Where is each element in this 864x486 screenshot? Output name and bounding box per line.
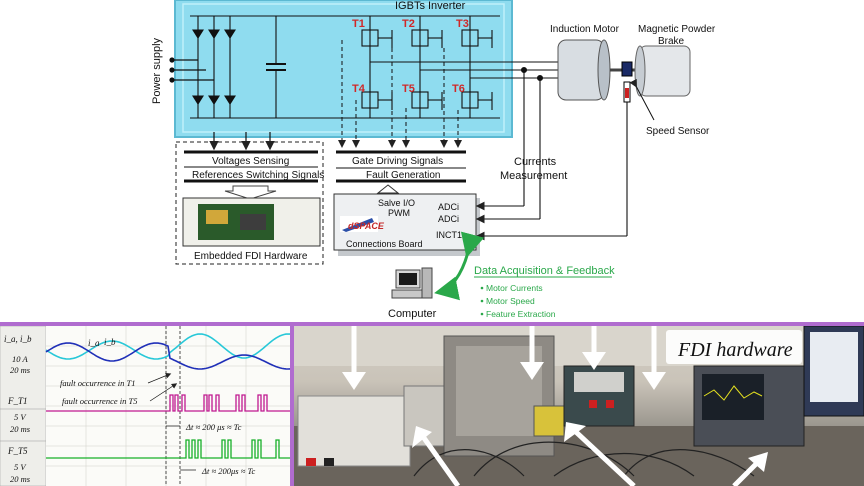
fdi-hardware-label: Embedded FDI Hardware [194, 251, 308, 262]
acq-item-motor-speed: Motor Speed [486, 296, 535, 306]
trace-ia [45, 333, 290, 360]
panel-divider [290, 326, 294, 486]
speed-sensor-label: Speed Sensor [646, 126, 710, 137]
power-supply-lines [169, 57, 214, 83]
delta-t-annotation-2: Δt ≈ 200μs ≈ Tc [201, 466, 255, 476]
oscilloscope-panel: i_a, i_b 10 A 20 ms F_T1 5 V 20 ms F_T5 … [0, 326, 290, 486]
adc1-label: ADCi [438, 202, 459, 212]
brake-label-line1: Magnetic Powder [638, 24, 716, 35]
magnetic-powder-brake [634, 45, 691, 97]
ft1-label: F_T1 [7, 396, 28, 406]
igbt-label-t1: T1 [352, 18, 365, 30]
ft1-scale-v: 5 V [14, 412, 27, 422]
gate-driving-label: Gate Driving Signals [352, 156, 443, 167]
section-divider [0, 322, 864, 326]
delta-t-annotation-1: Δt ≈ 200 μs ≈ Tc [185, 422, 242, 432]
igbt-label-t3: T3 [456, 18, 469, 30]
voltages-sensing-label: Voltages Sensing [212, 156, 289, 167]
ch1-scale-a: 10 A [12, 354, 28, 364]
computer-icon [391, 267, 433, 299]
connections-board-label: Connections Board [346, 239, 423, 249]
ch1-scale-ms: 20 ms [10, 365, 31, 375]
igbt-label-t4: T4 [352, 83, 366, 95]
lab-photo: FDI hardware [294, 326, 864, 486]
igbt-label-t6: T6 [452, 83, 465, 95]
ft5-label: F_T5 [7, 446, 28, 456]
phase-lines [370, 61, 560, 82]
fdi-block [175, 141, 324, 265]
currents-label-line2: Measurement [500, 170, 567, 182]
igbt-label-t5: T5 [402, 83, 415, 95]
inverter-title: IGBTs Inverter [395, 0, 466, 12]
adc2-label: ADCi [438, 214, 459, 224]
gate-signal-arrows [338, 40, 462, 148]
fault-generation-label: Fault Generation [366, 170, 441, 181]
acquisition-title: Data Acquisition & Feedback [474, 265, 615, 277]
ia-trace-label: i_a [88, 338, 100, 348]
slave-io-label: Salve I/O [378, 198, 415, 208]
fdi-hardware-photo-label: FDI hardware [677, 339, 793, 361]
brake-label-line2: Brake [658, 36, 685, 47]
acq-item-feature-extraction: Feature Extraction [486, 309, 556, 319]
current-measurement-lines [475, 70, 628, 241]
motor-label: Induction Motor [550, 24, 620, 35]
acq-item-motor-currents: Motor Currents [486, 283, 543, 293]
trace-ft1 [46, 394, 290, 412]
ft5-scale-ms: 20 ms [10, 474, 31, 484]
system-diagram: IGBTs Inverter Power supply [151, 0, 716, 320]
trace-ib [45, 342, 290, 370]
rectifier-bridge [190, 15, 236, 119]
ib-trace-label: i_b [104, 337, 116, 347]
inct1-label: INCT1 [436, 230, 462, 240]
feedback-arrow [434, 231, 485, 301]
speed-sensor [621, 61, 633, 103]
power-supply-label: Power supply [151, 37, 163, 104]
sensing-connections [209, 132, 275, 151]
photo-pointer-arrows [342, 326, 768, 486]
dspace-logo: dSPACE [348, 221, 385, 231]
fault-t5-annotation: fault occurrence in T5 [62, 396, 137, 406]
currents-label-line1: Currents [514, 156, 557, 168]
pwm-label: PWM [388, 208, 410, 218]
inverter-panel [174, 0, 513, 138]
igbt-legs [361, 16, 493, 118]
fault-t1-annotation: fault occurrence in T1 [60, 378, 135, 388]
ft1-scale-ms: 20 ms [10, 424, 31, 434]
references-switching-label: References Switching Signals [192, 170, 324, 181]
dc-bus-capacitor [235, 15, 500, 119]
ch1-label: i_a, i_b [4, 334, 32, 344]
trace-ft5 [46, 439, 290, 459]
dspace-block [333, 150, 480, 256]
computer-label: Computer [388, 308, 437, 320]
igbt-label-t2: T2 [402, 18, 415, 30]
ft5-scale-v: 5 V [14, 462, 27, 472]
